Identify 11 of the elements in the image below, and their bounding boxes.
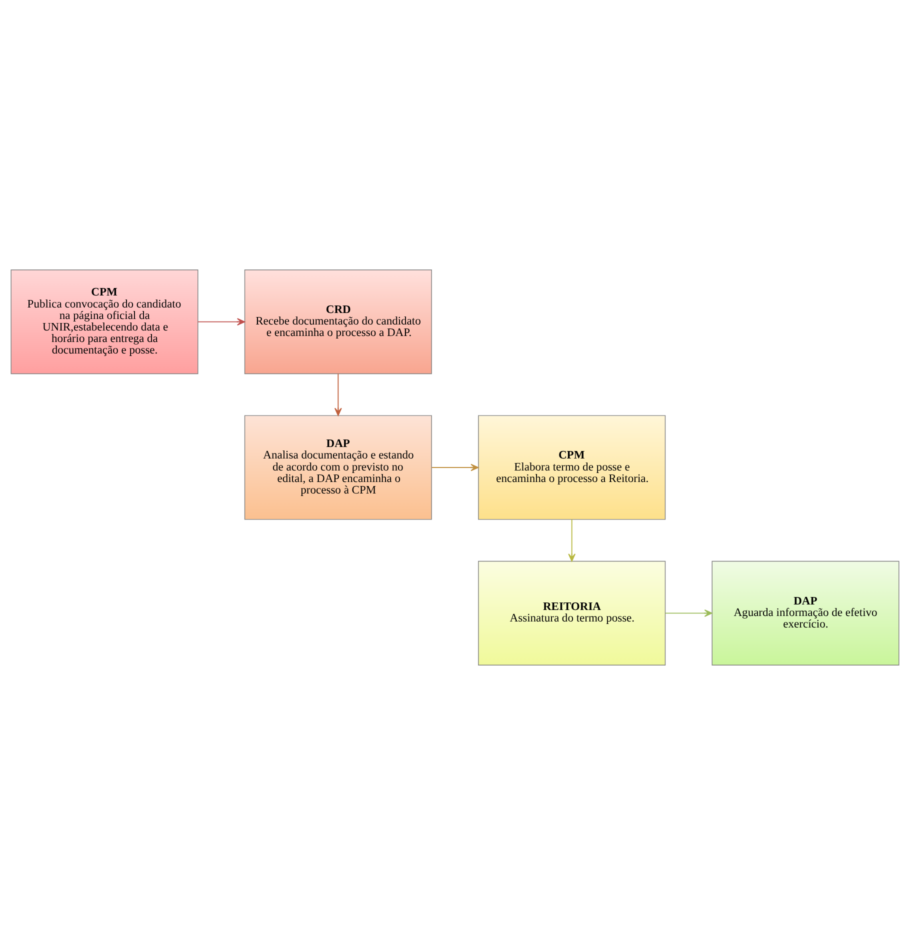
node-box: DAP Aguarda informação de efetivo exercício. — [712, 560, 900, 665]
arrow — [664, 608, 712, 616]
node-box: CPM Elabora termo de posse e encaminha o processo a Reitoria. — [478, 414, 666, 520]
arrow — [431, 463, 479, 471]
node-box: DAP Analisa documentação e estando de acordo com o previsto no edital, a DAP encaminha o processo à CPM — [244, 414, 432, 520]
arrow — [568, 518, 576, 562]
arrow — [198, 318, 246, 326]
node-box: CPM Publica convocação do candidato na página oficial da UNIR,estabelecendo data e horário para entrega da documentação e posse. — [10, 269, 198, 374]
node-box: REITORIA Assinatura do termo posse. — [478, 560, 666, 665]
arrow — [334, 372, 342, 416]
node-box: CRD Recebe documentação do candidato e encaminha o processo a DAP. — [244, 269, 432, 374]
